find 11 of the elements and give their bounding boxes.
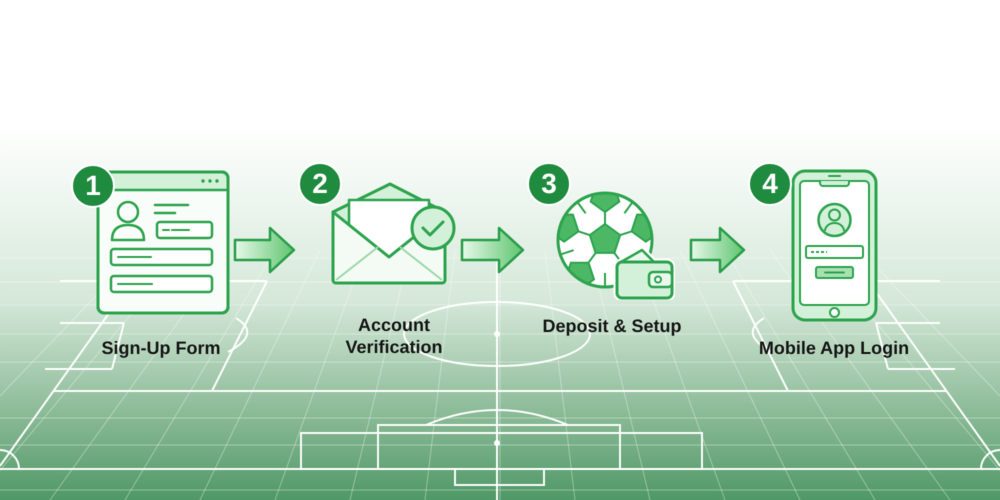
step-label: Account Verification xyxy=(344,314,444,358)
step-label: Mobile App Login xyxy=(758,337,910,359)
step-number-badge: 2 xyxy=(298,162,342,206)
step-label: Sign-Up Form xyxy=(102,337,220,359)
block-arrow xyxy=(234,226,296,274)
block-arrow xyxy=(690,226,746,274)
step-number-badge: 1 xyxy=(71,164,115,208)
step-number-badge: 4 xyxy=(748,162,792,206)
block-arrow xyxy=(460,226,524,274)
step-label: Deposit & Setup xyxy=(542,315,682,337)
step-number-badge: 3 xyxy=(527,162,571,206)
